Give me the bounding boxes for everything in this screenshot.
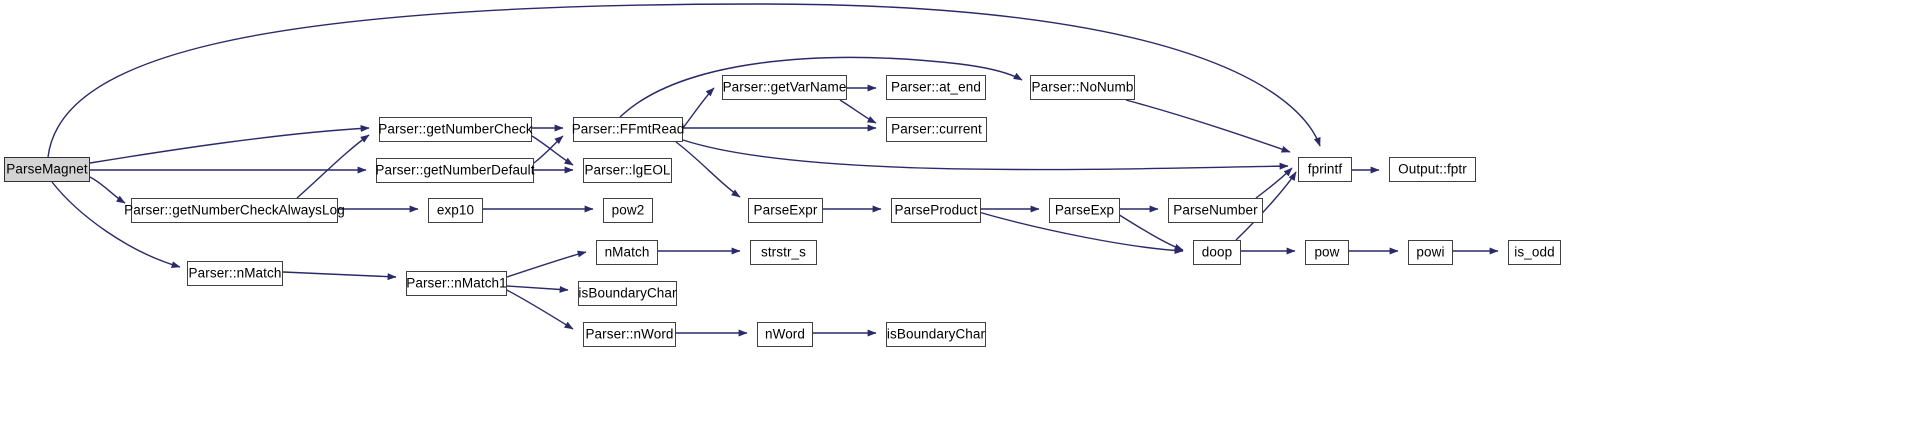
graph-node-nmatch[interactable]: nMatch [596, 240, 658, 265]
graph-node-strstr_s[interactable]: strstr_s [750, 240, 817, 265]
graph-node-is_odd[interactable]: is_odd [1508, 240, 1561, 265]
graph-node-nword_parser[interactable]: Parser::nWord [583, 322, 676, 347]
graph-node-label: Parser::NoNumb [1031, 79, 1134, 95]
graph-node-label: exp10 [436, 202, 475, 218]
graph-node-doop[interactable]: doop [1193, 240, 1241, 265]
graph-node-label: Parser::getVarName [722, 79, 847, 95]
call-edge [51, 181, 181, 269]
graph-node-fprintf[interactable]: fprintf [1298, 157, 1352, 182]
graph-node-fptr[interactable]: Output::fptr [1389, 157, 1476, 182]
call-edge [506, 250, 587, 278]
graph-node-label: doop [1201, 244, 1233, 260]
graph-node-label: ParseProduct [894, 202, 978, 218]
call-edge [682, 87, 715, 129]
graph-node-label: nWord [764, 326, 806, 342]
graph-node-nmatch_parser[interactable]: Parser::nMatch [187, 261, 283, 286]
call-edge [1125, 99, 1291, 153]
graph-node-parsemagnet[interactable]: ParseMagnet [4, 157, 90, 182]
graph-node-label: powi [1416, 244, 1445, 260]
graph-node-label: ParseExp [1054, 202, 1115, 218]
graph-node-label: isBoundaryChar [578, 285, 677, 301]
graph-node-parsenumber[interactable]: ParseNumber [1168, 198, 1263, 223]
graph-node-label: strstr_s [760, 244, 807, 260]
graph-node-label: Parser::nMatch1 [406, 275, 507, 291]
graph-node-nonumb[interactable]: Parser::NoNumb [1030, 75, 1135, 100]
graph-node-label: fprintf [1307, 161, 1343, 177]
graph-node-exp10[interactable]: exp10 [428, 198, 483, 223]
graph-node-label: Parser::current [891, 121, 982, 137]
call-edge [675, 141, 741, 198]
graph-node-label: Parser::FFmtRead [571, 121, 685, 137]
call-edge [839, 99, 877, 124]
graph-node-label: pow [1314, 244, 1340, 260]
graph-node-nmatch1[interactable]: Parser::nMatch1 [406, 271, 507, 296]
graph-node-label: Parser::getNumberCheckAlwaysLog [124, 202, 345, 218]
graph-node-label: Parser::nWord [585, 326, 674, 342]
graph-node-getnumbercheck[interactable]: Parser::getNumberCheck [378, 117, 533, 142]
call-edge [502, 287, 574, 330]
graph-node-label: is_odd [1514, 244, 1555, 260]
call-edge [1255, 167, 1293, 199]
call-edge [282, 271, 397, 281]
graph-node-label: nMatch [604, 244, 650, 260]
graph-node-label: pow2 [611, 202, 645, 218]
graph-node-parseproduct[interactable]: ParseProduct [891, 198, 981, 223]
call-edge [531, 135, 574, 166]
graph-node-label: Output::fptr [1398, 161, 1467, 177]
graph-node-label: Parser::getNumberCheck [378, 121, 533, 137]
call-edge [296, 134, 370, 199]
graph-node-current[interactable]: Parser::current [886, 117, 987, 142]
graph-node-ffmtread[interactable]: Parser::FFmtRead [572, 117, 684, 142]
call-edge [682, 139, 1289, 171]
graph-node-at_end[interactable]: Parser::at_end [886, 75, 986, 100]
graph-node-nword[interactable]: nWord [757, 322, 813, 347]
graph-node-parseexpr[interactable]: ParseExpr [748, 198, 823, 223]
graph-node-label: ParseMagnet [6, 161, 88, 177]
call-edge [89, 124, 370, 164]
graph-node-label: Parser::nMatch [188, 265, 282, 281]
graph-node-label: Parser::getNumberDefault [375, 162, 535, 178]
graph-node-getvarname[interactable]: Parser::getVarName [722, 75, 847, 100]
graph-node-pow[interactable]: pow [1305, 240, 1349, 265]
graph-node-label: Parser::at_end [891, 79, 981, 95]
graph-node-getnumbercheckalwayslog[interactable]: Parser::getNumberCheckAlwaysLog [124, 198, 345, 223]
graph-node-pow2[interactable]: pow2 [603, 198, 653, 223]
graph-node-powi[interactable]: powi [1408, 240, 1453, 265]
graph-node-label: ParseNumber [1173, 202, 1258, 218]
call-edge [533, 135, 564, 164]
graph-node-isboundarychar1[interactable]: isBoundaryChar [578, 281, 677, 306]
graph-node-isboundarychar2[interactable]: isBoundaryChar [886, 322, 986, 347]
graph-node-lgeol[interactable]: Parser::lgEOL [583, 158, 672, 183]
call-edge [89, 176, 126, 204]
call-edge [506, 285, 569, 293]
graph-node-label: isBoundaryChar [886, 326, 986, 342]
graph-node-label: ParseExpr [753, 202, 818, 218]
graph-node-parseexp[interactable]: ParseExp [1049, 198, 1120, 223]
graph-node-getnumberdefault[interactable]: Parser::getNumberDefault [375, 158, 535, 183]
graph-node-label: Parser::lgEOL [584, 162, 671, 178]
